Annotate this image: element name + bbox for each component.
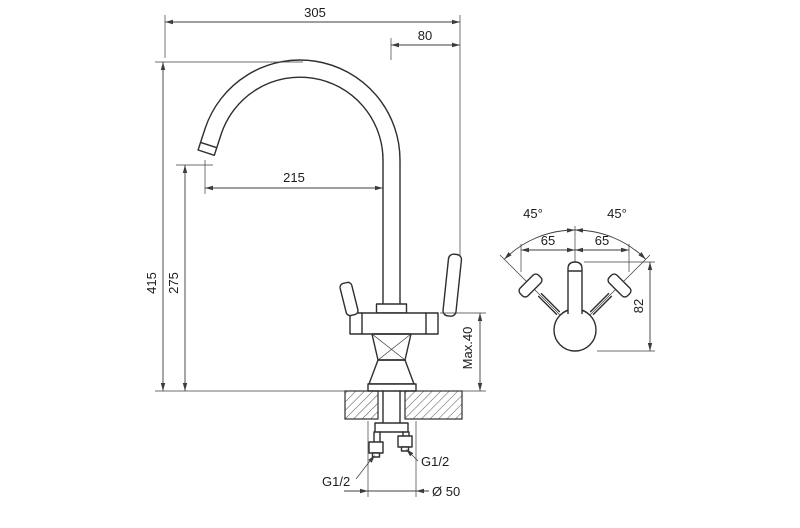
dim-max-deck-label: Max.40 bbox=[460, 327, 475, 370]
dim-handle-height-label: 82 bbox=[631, 299, 646, 313]
countertop-left bbox=[344, 390, 379, 420]
dim-angle-left-label: 45° bbox=[523, 206, 543, 221]
dim-handle-offset: 80 bbox=[390, 28, 460, 60]
dim-total-height: 415 bbox=[144, 61, 345, 392]
valve-body bbox=[339, 253, 463, 392]
dim-max-deck: Max.40 bbox=[420, 312, 486, 392]
mounting-nut bbox=[374, 422, 409, 433]
callout-thread-right: G1/2 bbox=[406, 449, 449, 469]
dim-angle-right: 45° bbox=[574, 206, 647, 260]
thread-left-label: G1/2 bbox=[322, 474, 350, 489]
faucet-handle-view bbox=[499, 226, 651, 352]
left-hose-fitting bbox=[368, 441, 384, 454]
base-flare bbox=[368, 359, 415, 385]
left-handle bbox=[518, 273, 561, 316]
left-hose-tip bbox=[371, 452, 381, 458]
faucet-side-view bbox=[197, 59, 463, 458]
dim-handle-offset-label: 80 bbox=[418, 28, 432, 43]
left-lever-handle bbox=[339, 281, 359, 317]
aerator-line bbox=[199, 141, 218, 149]
spout-front bbox=[567, 261, 583, 314]
dim-base-diameter-label: Ø 50 bbox=[432, 484, 460, 499]
collar bbox=[375, 303, 408, 314]
dim-base-diameter: Ø 50 bbox=[344, 421, 460, 499]
supply-connections bbox=[368, 390, 413, 458]
mixer-block bbox=[371, 333, 412, 361]
dim-handle-height: 82 bbox=[584, 261, 655, 352]
dim-spout-reach-label: 215 bbox=[283, 170, 305, 185]
riser-pipe bbox=[382, 159, 401, 305]
right-handle-knob bbox=[607, 273, 632, 298]
dim-total-width: 305 bbox=[164, 5, 461, 256]
dimensions-side-view: 305 80 215 415 bbox=[144, 5, 486, 499]
dim-angle-right-label: 45° bbox=[607, 206, 627, 221]
left-handle-knob bbox=[518, 273, 543, 298]
dim-angle-left: 45° bbox=[503, 206, 576, 260]
right-hose-tip bbox=[400, 446, 410, 452]
right-lever-handle bbox=[442, 253, 463, 317]
base-plate bbox=[367, 383, 417, 392]
right-hose-fitting bbox=[397, 435, 413, 448]
callout-thread-left: G1/2 bbox=[322, 455, 375, 489]
dim-span-right-label: 65 bbox=[595, 233, 609, 248]
dim-handle-spans: 65 65 bbox=[520, 233, 630, 272]
dim-total-width-label: 305 bbox=[304, 5, 326, 20]
housing bbox=[349, 312, 439, 335]
thread-right-label: G1/2 bbox=[421, 454, 449, 469]
dimensions-handle-view: 45° 45° 65 65 82 bbox=[503, 206, 655, 352]
right-handle bbox=[589, 273, 632, 316]
dim-total-height-label: 415 bbox=[144, 272, 159, 294]
countertop bbox=[344, 390, 463, 420]
base-circle bbox=[553, 308, 597, 352]
dim-spout-height-label: 275 bbox=[166, 272, 181, 294]
spout bbox=[197, 59, 401, 161]
dim-spout-reach: 215 bbox=[204, 160, 383, 194]
dim-spout-height: 275 bbox=[166, 164, 213, 391]
dim-span-left-label: 65 bbox=[541, 233, 555, 248]
countertop-right bbox=[404, 390, 463, 420]
